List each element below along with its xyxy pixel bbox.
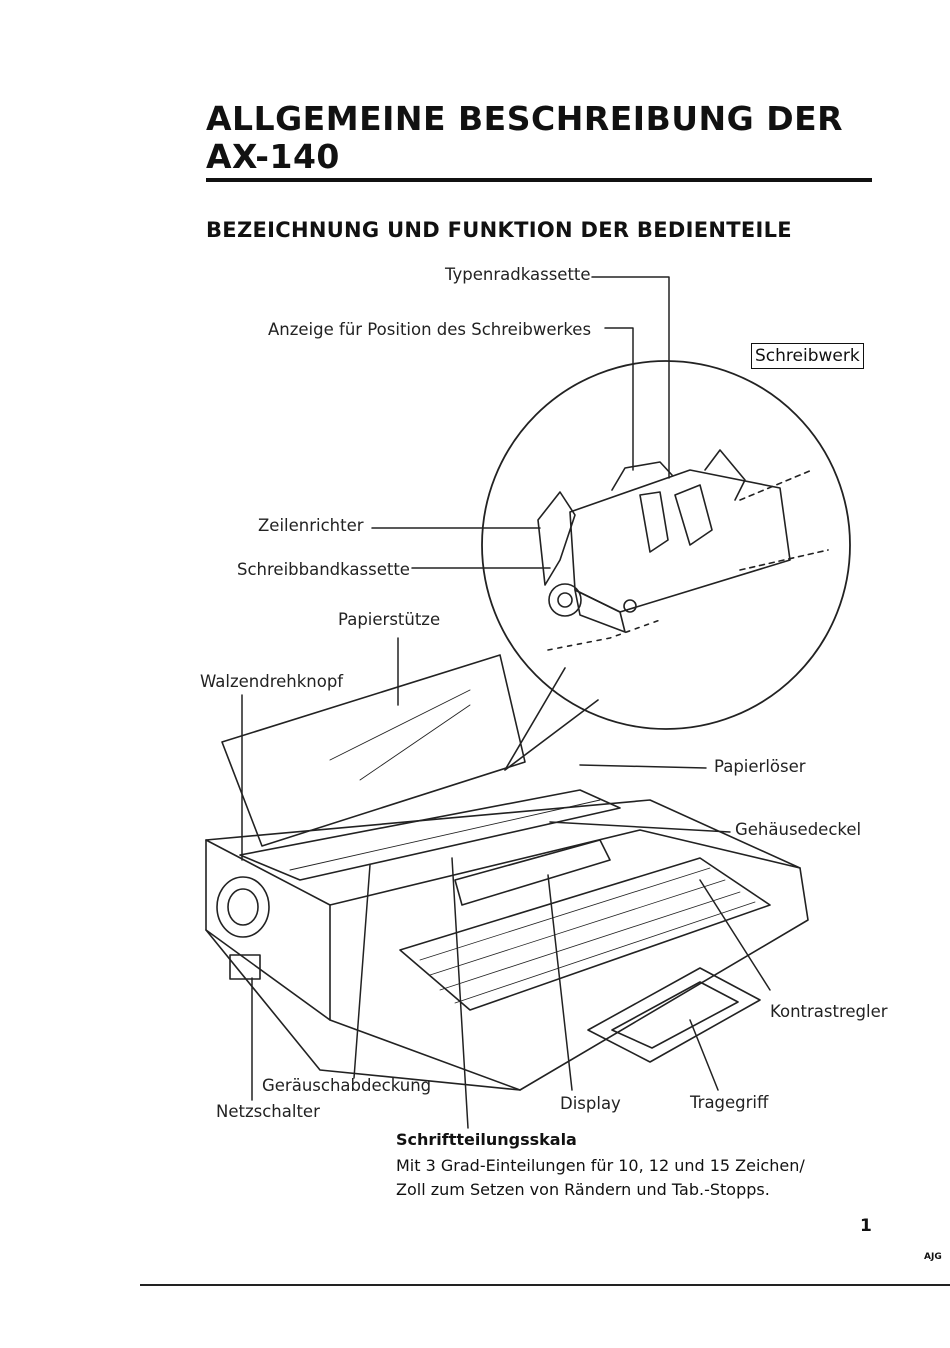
label-zeilenrichter: Zeilenrichter — [258, 516, 364, 535]
label-walzendrehknopf: Walzendrehknopf — [200, 672, 344, 691]
bottom-rule — [140, 1284, 950, 1286]
label-gehaeusedeckel: Gehäusedeckel — [735, 820, 862, 839]
footer-code: AJG — [924, 1252, 942, 1262]
label-tragegriff: Tragegriff — [690, 1093, 769, 1112]
carry-handle — [587, 967, 761, 1063]
display-window — [454, 839, 611, 906]
label-schreibbandkassette: Schreibbandkassette — [237, 560, 410, 579]
label-anzeige-position: Anzeige für Position des Schreibwerkes — [268, 320, 592, 339]
label-netzschalter: Netzschalter — [216, 1102, 320, 1121]
typewriter-body — [205, 654, 809, 1091]
leader-lines — [241, 276, 771, 1129]
label-geraeuschabdeckung: Geräuschabdeckung — [262, 1076, 432, 1095]
note-line-2: Zoll zum Setzen von Rändern und Tab.-Sto… — [396, 1180, 770, 1199]
detail-magnifier-circle — [481, 360, 851, 730]
keyboard-area — [399, 857, 771, 1011]
label-papierloeser: Papierlöser — [714, 757, 806, 776]
magnifier-pointer — [504, 667, 599, 771]
platen-knob — [216, 876, 270, 938]
label-papierstuetze: Papierstütze — [338, 610, 441, 629]
label-schreibwerk: Schreibwerk — [751, 343, 864, 369]
label-kontrastregler: Kontrastregler — [770, 1002, 888, 1021]
carriage-detail — [537, 449, 829, 651]
label-display: Display — [560, 1094, 621, 1113]
label-typenradkassette: Typenradkassette — [445, 265, 591, 284]
note-line-1: Mit 3 Grad-Einteilungen für 10, 12 und 1… — [396, 1156, 805, 1175]
note-body: Mit 3 Grad-Einteilungen für 10, 12 und 1… — [396, 1154, 805, 1202]
note-heading: Schriftteilungsskala — [396, 1130, 577, 1149]
power-switch — [229, 954, 261, 980]
title-rule — [206, 178, 872, 182]
page-number: 1 — [860, 1216, 872, 1236]
page-title: ALLGEMEINE BESCHREIBUNG DER AX-140 — [206, 99, 844, 176]
section-subtitle: BEZEICHNUNG UND FUNKTION DER BEDIENTEILE — [206, 218, 792, 242]
